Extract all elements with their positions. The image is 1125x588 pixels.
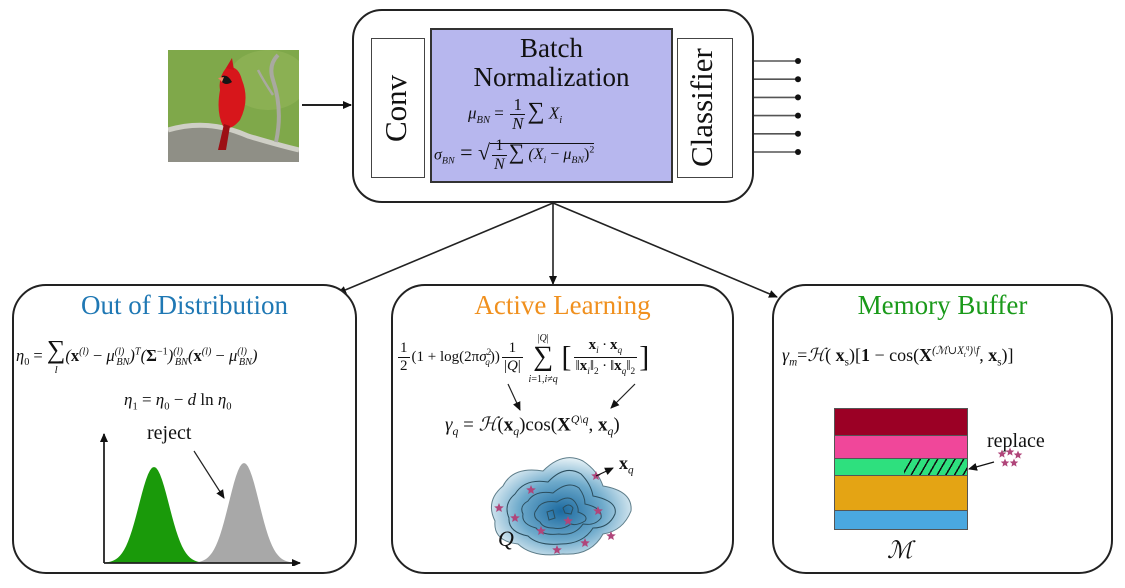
xq-label: xq <box>619 453 634 477</box>
reject-label: reject <box>147 422 192 444</box>
panel-out-of-distribution: Out of Distribution η0 = ∑l(x(l) − μ(l)B… <box>12 284 357 574</box>
new-sample-star <box>1009 458 1019 467</box>
replaced-region-hatch <box>903 459 967 475</box>
classifier-output-node[interactable] <box>795 149 801 155</box>
classifier-output-node[interactable] <box>795 130 801 137</box>
query-set-label: Q <box>498 526 514 551</box>
classifier-block[interactable]: Classifier <box>677 38 733 178</box>
al-eq2: γq = ℋ(xq)cos(XQ\q, xq) <box>445 413 620 439</box>
out-of-distribution-curve <box>194 463 292 563</box>
al-formula-arrows <box>507 383 636 411</box>
new-sample-star <box>1013 450 1023 459</box>
query-point-star <box>494 503 504 512</box>
ood-eq2: η1 = η0 − d ln η0 <box>124 390 232 413</box>
input-image <box>168 50 299 162</box>
bn-title-line1: Batch <box>520 33 583 63</box>
mb-eq1: γm=ℋ( xs)[1 − cos(X(ℳ∪Xtq)\f, xs)] <box>782 344 1014 369</box>
bn-title-line2: Normalization <box>473 62 630 92</box>
new-sample-star <box>997 449 1007 458</box>
query-point-star <box>606 531 616 540</box>
new-sample-star <box>1005 447 1015 456</box>
classifier-output-node[interactable] <box>795 112 801 119</box>
classifier-label: Classifier <box>684 48 719 168</box>
arrow-to-mb <box>552 202 778 298</box>
query-set-contour <box>490 457 632 556</box>
query-point-star <box>593 506 603 515</box>
buffer-slot <box>835 475 967 512</box>
ood-title: Out of Distribution <box>81 290 288 320</box>
query-point-star <box>536 526 546 535</box>
classifier-outputs <box>750 58 801 155</box>
arrow-to-ood <box>337 202 554 294</box>
buffer-slot <box>835 436 967 460</box>
ood-distribution-plot <box>100 433 301 566</box>
buffer-slot <box>835 409 967 437</box>
al-title: Active Learning <box>474 290 651 320</box>
query-point-star <box>552 545 562 554</box>
query-point-star <box>510 513 520 522</box>
query-point-star <box>526 485 536 494</box>
buffer-slot <box>835 511 967 529</box>
classifier-output-node[interactable] <box>795 94 801 101</box>
replace-label: replace <box>987 430 1045 452</box>
memory-label: ℳ <box>887 538 913 564</box>
reject-arrow <box>193 450 225 499</box>
mb-title: Memory Buffer <box>857 290 1028 320</box>
buffer-slot <box>835 459 967 476</box>
classifier-output-node[interactable] <box>795 58 801 64</box>
replace-arrow-and-samples <box>968 447 1023 471</box>
memory-buffer-stack <box>834 408 968 530</box>
in-distribution-curve <box>106 467 214 563</box>
conv-label: Conv <box>378 74 413 142</box>
query-point-star <box>563 516 573 525</box>
query-point-star <box>580 538 590 547</box>
panel-memory-buffer: Memory Buffer γm=ℋ( xs)[1 − cos(X(ℳ∪Xtq)… <box>772 284 1113 574</box>
classifier-output-node[interactable] <box>795 76 801 83</box>
new-sample-star <box>1000 458 1010 467</box>
conv-block[interactable]: Conv <box>371 38 425 178</box>
ood-eq1: η0 = ∑l(x(l) − μ(l)BN)T(Σ−1)(l)BN(x(l) −… <box>16 335 258 377</box>
